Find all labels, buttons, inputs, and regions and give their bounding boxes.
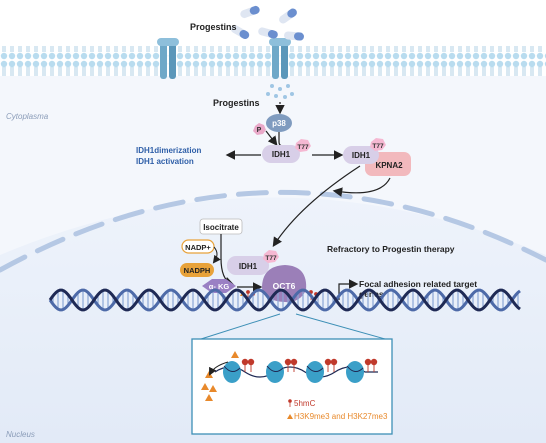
idh1-cytoplasm-node: IDH1 — [262, 145, 300, 163]
nucleus-label: Nucleus — [6, 430, 35, 439]
kpna2-label: KPNA2 — [375, 161, 403, 170]
arrow-nuclear-import — [272, 165, 361, 248]
5hmc-mark — [324, 358, 332, 366]
5hmc-mark — [370, 358, 378, 366]
legend-5hmc-label: 5hmC — [294, 399, 316, 408]
membrane-receptor-right — [269, 38, 291, 79]
idh1-right-label: IDH1 — [352, 151, 371, 160]
idh1-dimerization-label: IDH1dimerization — [136, 146, 201, 155]
nucleosome-wrap — [346, 365, 364, 372]
t77-right-label: T77 — [372, 143, 384, 150]
focal-adhesion-label-2: genes — [359, 289, 384, 299]
nadph-node: NADPH — [180, 263, 214, 277]
nadp-plus-node: NADP+ — [181, 239, 215, 254]
idh1-activation-label: IDH1 activation — [136, 157, 194, 166]
legend-h3k-label: H3K9me3 and H3K27me3 — [294, 412, 388, 421]
nucleosome-wrap — [223, 365, 241, 372]
cytoplasma-label: Cytoplasma — [6, 112, 49, 121]
akg-node: α- KG — [202, 279, 236, 293]
dna-strand — [48, 288, 521, 312]
refractory-label: Refractory to Progestin therapy — [327, 244, 455, 254]
t77-nucleus-badge: T77 — [263, 250, 279, 263]
idh1-nucleus-node: IDH1 — [227, 256, 269, 275]
released-histone-marks — [201, 351, 239, 401]
p38-label: p38 — [272, 119, 286, 128]
nadp-plus-label: NADP+ — [185, 243, 211, 252]
arrow-phosphorylation — [265, 130, 278, 146]
nucleosome-wrap — [266, 365, 284, 372]
5hmc-mark — [364, 358, 372, 366]
zoom-line-left — [200, 313, 281, 340]
isocitrate-label: Isocitrate — [203, 223, 239, 232]
progestins-top-label: Progestins — [190, 22, 237, 32]
progestin-pills — [230, 5, 304, 41]
idh1-left-label: IDH1 — [272, 150, 291, 159]
dna-strand — [48, 288, 521, 312]
dna-helix — [48, 288, 521, 312]
legend-h3k: H3K9me3 and H3K27me3 — [287, 412, 388, 421]
membrane-receptor-left — [157, 38, 179, 79]
t77-left-label: T77 — [297, 144, 309, 151]
nucleus-region — [0, 197, 546, 443]
5hmc-mark — [247, 358, 255, 366]
p38-node: p38 — [266, 114, 292, 132]
5hmc-mark — [290, 358, 298, 366]
5hmc-mark — [284, 358, 292, 366]
nadph-label: NADPH — [184, 266, 211, 275]
nucleosome-group — [223, 358, 378, 383]
t77-nucleus-label: T77 — [265, 255, 277, 262]
zoom-line-right — [295, 313, 386, 340]
akg-label: α- KG — [209, 282, 230, 291]
progestins-inner-label: Progestins — [213, 98, 260, 108]
nucleosome-wrap — [306, 365, 324, 372]
focal-adhesion-label-1: Focal adhesion related target — [359, 279, 477, 289]
t77-right-badge: T77 — [370, 138, 386, 151]
phosphate-badge: P — [253, 123, 266, 135]
arrow-demethylation — [209, 361, 229, 376]
oct6-label: OCT6 — [273, 281, 296, 291]
inset-dna — [214, 366, 378, 378]
oct6-node: OCT6 — [262, 265, 307, 303]
progestin-dots — [266, 84, 294, 99]
legend-5hmc: 5hmC — [288, 399, 316, 408]
5hmc-mark — [241, 358, 249, 366]
5hmc-mark — [330, 358, 338, 366]
p-label: P — [257, 127, 262, 134]
idh1-right-node: IDH1 — [343, 146, 379, 164]
arrow-kpna2-return — [332, 177, 391, 197]
arrow-nadp-nadph — [212, 246, 221, 264]
nuclear-envelope — [0, 189, 546, 273]
t77-left-badge: T77 — [295, 139, 311, 152]
idh1-nucleus-label: IDH1 — [239, 262, 258, 271]
isocitrate-node: Isocitrate — [199, 218, 243, 235]
